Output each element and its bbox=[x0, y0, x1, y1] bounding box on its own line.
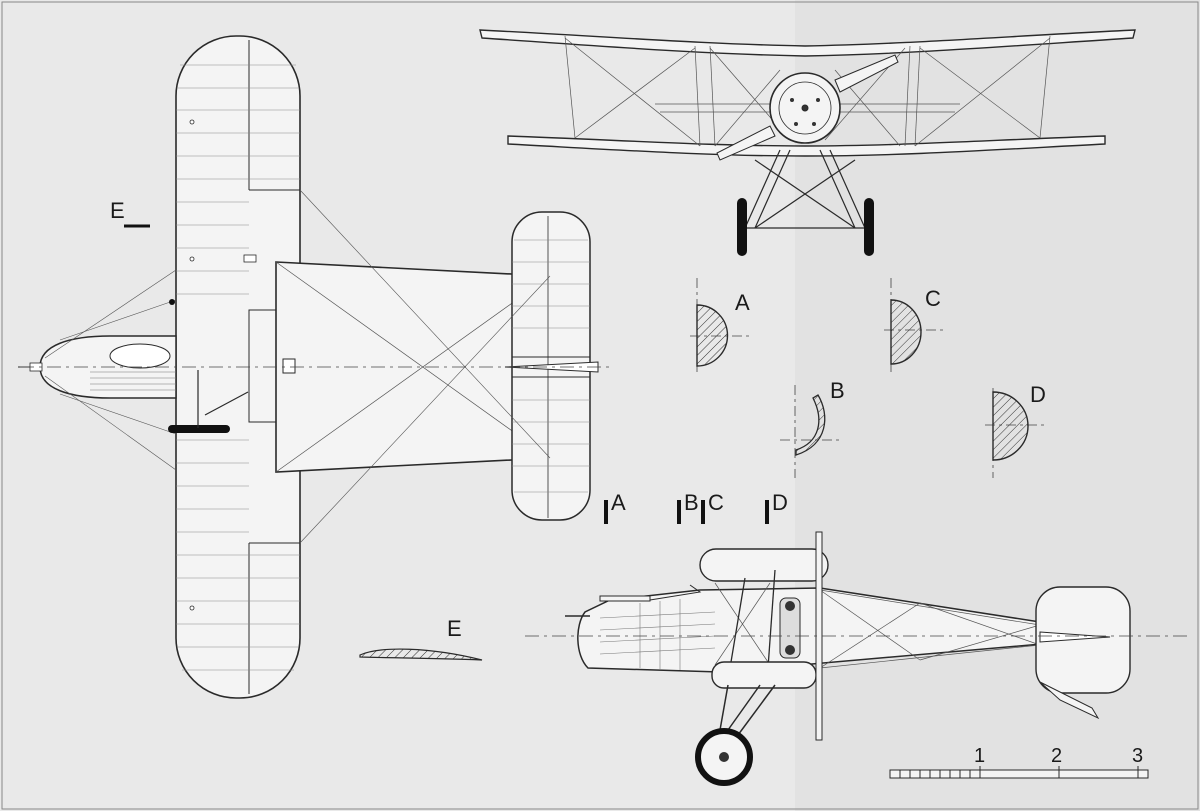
side-view bbox=[565, 531, 1131, 786]
plan-section-label-e: E bbox=[110, 198, 125, 223]
front-propeller-blade-top bbox=[834, 54, 899, 93]
side-upper-wing bbox=[699, 548, 829, 582]
cut-marker-c bbox=[701, 500, 705, 524]
section-label-a: A bbox=[735, 290, 750, 315]
section-label-d: D bbox=[1030, 382, 1046, 407]
section-a-shape bbox=[696, 304, 729, 367]
plan-gear-wheel bbox=[168, 425, 230, 433]
front-wheel-left bbox=[737, 198, 747, 256]
section-cut-markers: A B C D bbox=[604, 490, 788, 524]
scale-tick-2: 2 bbox=[1051, 745, 1062, 767]
cut-marker-b bbox=[677, 500, 681, 524]
front-upper-wing bbox=[479, 29, 1136, 57]
side-lower-wing bbox=[711, 661, 817, 689]
cut-marker-d bbox=[765, 500, 769, 524]
section-b-shape bbox=[795, 394, 826, 456]
side-engine bbox=[779, 597, 801, 659]
front-wheel-right bbox=[864, 198, 874, 256]
plan-wing-cutout bbox=[248, 309, 278, 423]
plan-cockpit bbox=[109, 343, 171, 369]
front-landing-gear bbox=[744, 149, 866, 229]
side-propeller bbox=[815, 531, 823, 741]
plan-view bbox=[18, 35, 599, 699]
scale-bar: 1 2 3 bbox=[889, 745, 1149, 779]
cut-label-a: A bbox=[611, 490, 626, 515]
scale-tick-1: 1 bbox=[974, 745, 985, 767]
front-view bbox=[479, 29, 1136, 256]
section-label-c: C bbox=[925, 286, 941, 311]
plan-wing-ribs bbox=[176, 64, 300, 671]
side-fin-rudder bbox=[1035, 586, 1131, 694]
section-label-e: E bbox=[447, 616, 462, 641]
cross-sections: A C B D bbox=[690, 278, 1046, 478]
scale-tick-3: 3 bbox=[1132, 745, 1143, 767]
side-tailskid bbox=[1039, 681, 1100, 720]
section-e-airfoil bbox=[359, 648, 483, 661]
front-lower-wing bbox=[507, 135, 1106, 157]
cut-label-d: D bbox=[772, 490, 788, 515]
cut-marker-a bbox=[604, 500, 608, 524]
side-landing-gear bbox=[719, 684, 776, 736]
cut-label-c: C bbox=[708, 490, 724, 515]
section-label-b: B bbox=[830, 378, 845, 403]
front-propeller-blade-bottom bbox=[716, 125, 776, 161]
cut-label-b: B bbox=[684, 490, 699, 515]
section-c-shape bbox=[890, 299, 922, 365]
section-d-shape bbox=[992, 391, 1029, 461]
